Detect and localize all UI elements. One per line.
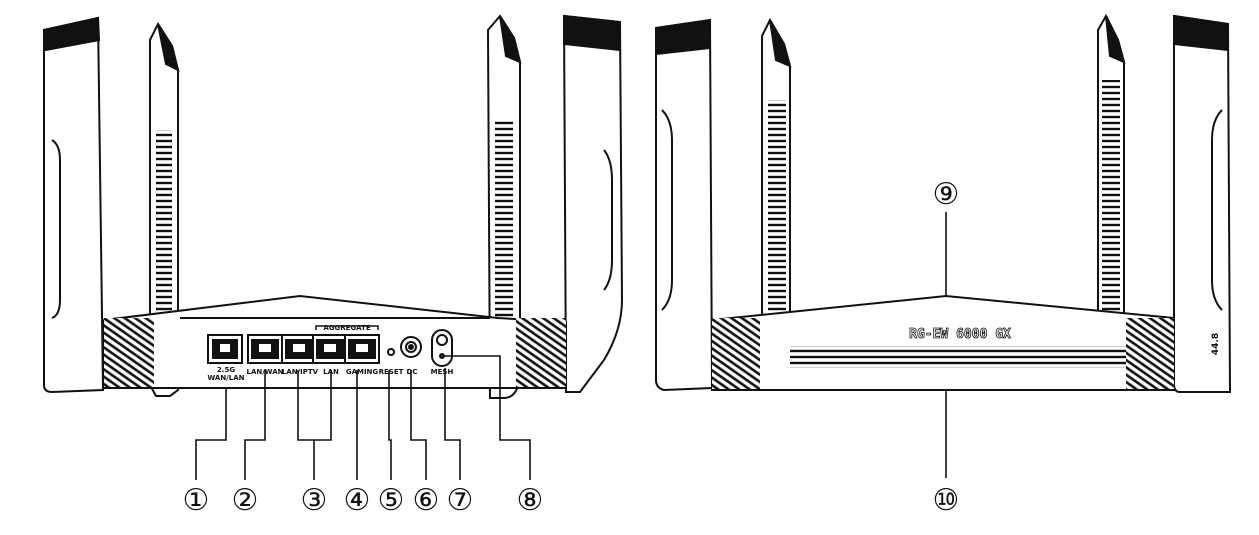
- callout-7: ⑦: [447, 483, 474, 518]
- label-25g: 2.5G: [217, 366, 235, 374]
- label-reset: RESET: [379, 368, 404, 376]
- rear-view: [42, 14, 624, 480]
- callout-6: ⑥: [413, 483, 440, 518]
- label-lan-wan: LAN/WAN: [247, 368, 284, 376]
- antenna-outer-right: [562, 14, 624, 393]
- rear-port-labels: 2.5G WAN/LAN LAN/WAN LAN/IPTV LAN GAMING…: [208, 324, 454, 382]
- label-wan-lan: WAN/LAN: [208, 374, 245, 382]
- label-dc: DC: [407, 368, 418, 376]
- antenna-outer-left: [43, 16, 105, 394]
- callout-5: ⑤: [378, 483, 405, 518]
- leader-lines: [195, 355, 531, 480]
- label-lan: LAN: [323, 368, 339, 376]
- callout-4: ④: [344, 483, 371, 518]
- model-label: RG-EW 6000 GX: [909, 327, 1011, 342]
- label-gaming: GAMING: [346, 368, 379, 376]
- callout-2: ②: [232, 483, 259, 518]
- front-antenna-outer-left: [655, 18, 714, 392]
- port-gaming: [344, 334, 380, 364]
- port-lan-wan: [247, 334, 283, 364]
- front-view: [655, 13, 1232, 478]
- port-25g-wan-lan: [207, 334, 243, 364]
- rear-callouts: ① ② ③ ④ ⑤ ⑥ ⑦ ⑧: [183, 483, 544, 518]
- callout-3: ③: [301, 483, 328, 518]
- callout-9: ⑨: [933, 177, 960, 212]
- callout-1: ①: [183, 483, 210, 518]
- front-antenna-outer-right: [1173, 14, 1232, 393]
- front-callouts: ⑨ ⑩: [933, 177, 960, 518]
- label-lan-iptv: LAN/IPTV: [282, 368, 319, 376]
- callout-8: ⑧: [517, 483, 544, 518]
- side-mark: 44.8: [1211, 333, 1221, 355]
- label-aggregate: AGGREGATE: [323, 324, 370, 332]
- callout-10: ⑩: [933, 483, 960, 518]
- reset-hole: [387, 348, 395, 356]
- port-lan-iptv: [281, 334, 317, 364]
- label-mesh: MESH: [431, 368, 454, 376]
- port-lan: [312, 334, 348, 364]
